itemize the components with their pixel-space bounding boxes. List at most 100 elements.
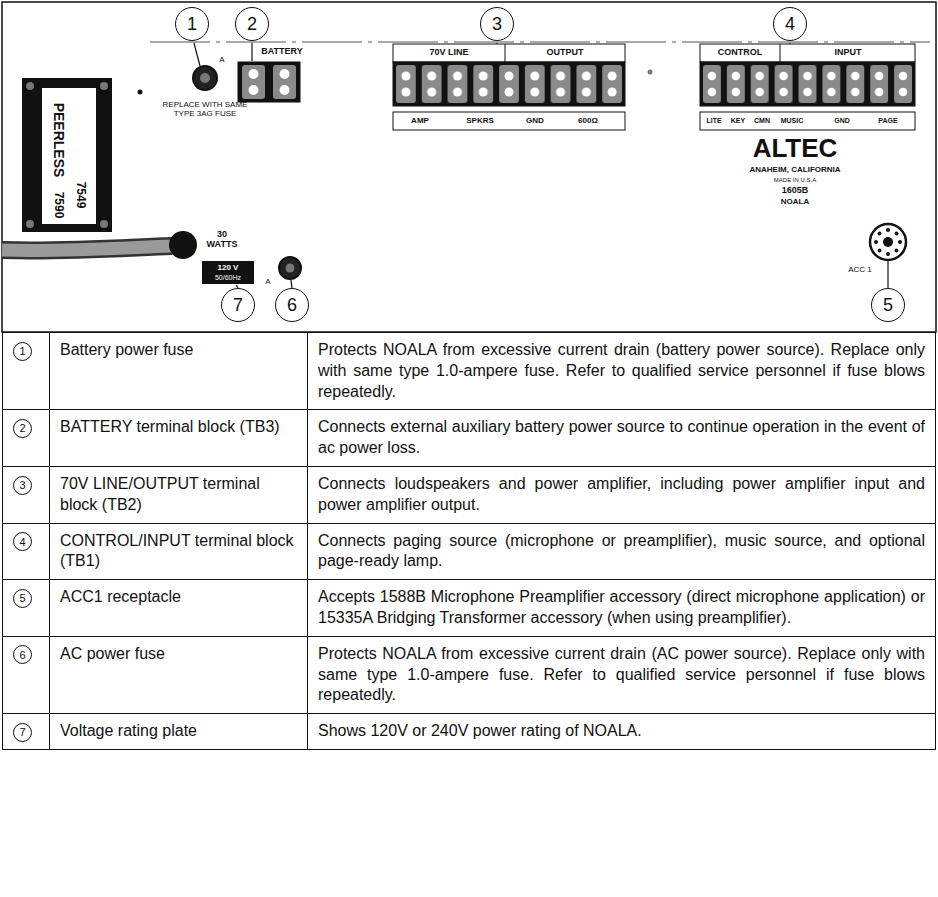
part-description: Connects paging source (microphone or pr…: [307, 524, 935, 580]
part-description: Connects loudspeakers and power amplifie…: [307, 467, 935, 523]
part-description: Accepts 1588B Microphone Preamplifier ac…: [307, 580, 935, 636]
transformer-number: 7590: [51, 192, 64, 219]
table-cell: 2: [3, 410, 49, 466]
callout-number: 7: [13, 723, 32, 742]
leader-line: [887, 261, 888, 288]
terminal-name: KEY: [731, 117, 745, 125]
battery-fuse-holder: [193, 66, 217, 90]
part-description: Shows 120V or 240V power rating of NOALA…: [307, 714, 935, 749]
model-name: NOALA: [781, 198, 809, 207]
panel-edge: [150, 42, 930, 43]
transformer: [22, 78, 112, 232]
fuse-rating: A: [265, 278, 270, 287]
callout-circle: 7: [221, 288, 255, 322]
part-name: 70V LINE/OUTPUT terminal block (TB2): [49, 467, 307, 523]
table-cell: 6: [3, 637, 49, 713]
callout-number: 6: [287, 296, 297, 314]
maker-address: ANAHEIM, CALIFORNIA: [749, 166, 840, 175]
voltage-plate: [202, 261, 254, 284]
callout-number: 7: [233, 296, 243, 314]
power-rating: 30 WATTS: [202, 230, 242, 250]
terminal-name: GND: [834, 117, 850, 125]
terminal-name: GND: [526, 117, 544, 126]
callout-number: 4: [785, 15, 795, 33]
callout-number: 5: [13, 589, 32, 608]
socket-pin: [878, 249, 882, 253]
part-description: Protects NOALA from excessive current dr…: [307, 333, 935, 409]
callout-number: 5: [883, 296, 893, 314]
leader-line: [291, 280, 292, 288]
terminal-name: LITE: [706, 117, 721, 125]
leader-lines: [194, 43, 888, 288]
table-cell: 4: [3, 524, 49, 580]
table-row: 6AC power fuseProtects NOALA from excess…: [3, 636, 935, 713]
origin-mark: MADE IN U.S.A: [774, 177, 816, 184]
callout-circle: 5: [871, 288, 905, 322]
ac-fuse-holder: [279, 257, 301, 279]
table-cell: 5: [3, 580, 49, 636]
table-row: 2BATTERY terminal block (TB3)Connects ex…: [3, 409, 935, 466]
socket-pin: [895, 232, 899, 236]
fuse-rating: A: [219, 56, 224, 65]
model-number: 1605B: [782, 186, 809, 196]
socket-pin: [895, 249, 899, 253]
terminal-strip: [393, 112, 625, 130]
callout-circle: 4: [773, 7, 807, 41]
screw: [100, 220, 108, 228]
block-header: 70V LINE: [429, 48, 468, 58]
block-header: INPUT: [835, 48, 862, 58]
terminal-header: [393, 44, 625, 62]
callout-number: 3: [13, 476, 32, 495]
socket-pins: [874, 228, 902, 256]
callout-number: 4: [13, 532, 32, 551]
socket-pin: [878, 232, 882, 236]
block-header: OUTPUT: [547, 48, 584, 58]
header-divider: [505, 44, 506, 62]
fuse-note: REPLACE WITH SAME TYPE 3AG FUSE: [157, 101, 253, 119]
battery-fuse-cap: [200, 73, 210, 83]
voltage-text: 120 V: [218, 264, 239, 273]
part-name: CONTROL/INPUT terminal block (TB1): [49, 524, 307, 580]
callout-number: 2: [247, 15, 257, 33]
socket-pin: [886, 252, 890, 256]
socket-pin: [874, 240, 878, 244]
octal-socket: [870, 224, 906, 260]
leader-line: [194, 43, 200, 66]
part-name: BATTERY terminal block (TB3): [49, 410, 307, 466]
terminal-name: PAGE: [878, 117, 897, 125]
part-name: AC power fuse: [49, 637, 307, 713]
frequency-text: 50/60Hz: [215, 274, 241, 282]
transformer-label-plate: [42, 88, 96, 224]
table-row: 4 CONTROL/INPUT terminal block (TB1)Conne…: [3, 523, 935, 580]
legend-table: 1Battery power fuseProtects NOALA from e…: [2, 332, 936, 750]
callout-number: 6: [13, 645, 32, 664]
rivet: [648, 70, 653, 75]
screw: [26, 220, 34, 228]
part-name: Voltage rating plate: [49, 714, 307, 749]
cable-grommet: [169, 231, 197, 259]
block-label: BATTERY: [261, 47, 303, 57]
terminal-header: [700, 44, 915, 62]
leader-line: [251, 43, 252, 61]
part-description: Connects external auxiliary battery powe…: [307, 410, 935, 466]
callout-number: 3: [492, 15, 502, 33]
terminal-block-tb2: [393, 62, 625, 106]
ac-fuse-cap: [286, 264, 295, 273]
terminal-name: SPKRS: [466, 117, 494, 126]
callout-circle: 3: [480, 7, 514, 41]
terminal-name: AMP: [411, 117, 429, 126]
socket-pin: [898, 240, 902, 244]
power-cable: [2, 246, 172, 251]
transformer-brand: PEERLESS: [50, 103, 65, 178]
terminal-name: MUSIC: [781, 117, 804, 125]
part-name: ACC1 receptacle: [49, 580, 307, 636]
terminal-name: 600Ω: [578, 117, 598, 126]
callout-circle: 2: [235, 7, 269, 41]
table-cell: 7: [3, 714, 49, 749]
brand-name: ALTEC: [753, 134, 838, 163]
table-cell: 1: [3, 333, 49, 409]
socket-key: [883, 237, 893, 247]
leader-line: [789, 43, 790, 44]
callout-circle: 1: [175, 7, 209, 41]
